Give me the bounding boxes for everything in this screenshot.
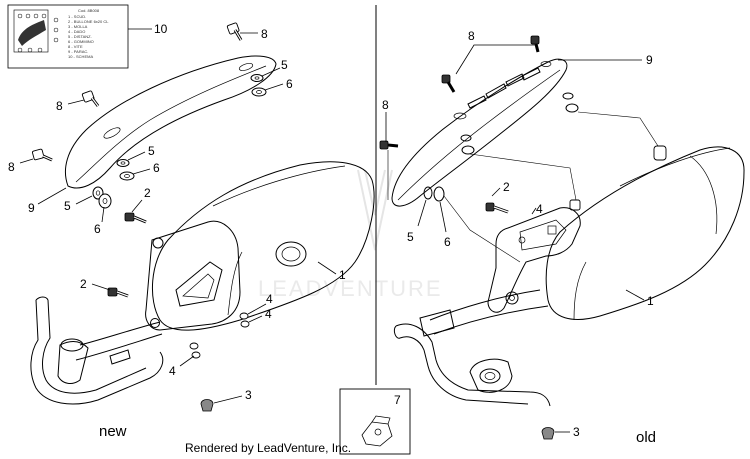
bolt-icon [530,35,540,53]
heat-shield-new [65,55,277,189]
callout-5: 5 [148,144,155,158]
part-box-7 [339,388,411,455]
callout-3: 3 [245,388,252,402]
bolt-icon [32,148,53,162]
reference-line: 2 - BULLONE 6x20 CL [68,19,109,24]
reference-line: 3 - MOLLA [68,24,88,29]
muffler-new [145,161,375,331]
callout-9: 9 [646,53,653,67]
callout-7: 7 [394,393,401,407]
callout-1: 1 [339,268,346,282]
callout-9: 9 [28,201,35,215]
reference-box: Cod. 8B008 1 - SCUD. 2 - BULLONE 6x20 CL… [7,4,129,69]
bracket-old [487,207,581,313]
callout-4: 4 [169,364,176,378]
callout-3: 3 [573,425,580,439]
reference-line: 6 - GOMMINO [68,39,94,44]
callout-5: 5 [64,199,71,213]
callout-8: 8 [56,99,63,113]
callout-4: 4 [265,307,272,321]
bolt-icon [379,140,399,150]
callout-8: 8 [382,98,389,112]
reference-line: 1 - SCUD. [68,14,86,19]
callouts-left: 10 8 5 6 8 5 6 8 9 5 2 6 1 2 4 4 4 [8,22,401,407]
callout-6: 6 [94,222,101,236]
credit-text: Rendered by LeadVenture, Inc. [185,441,351,455]
reference-title: Cod. 8B008 [78,8,100,13]
callout-4: 4 [266,292,273,306]
muffler-old [545,146,745,321]
bolt-icon [226,22,243,41]
callout-2: 2 [80,277,87,291]
reference-mini-drawing [13,9,59,53]
callout-2: 2 [144,186,151,200]
callout-6: 6 [153,161,160,175]
spring-clip-icon [200,399,214,412]
watermark: LEADVENTURE [258,169,443,301]
callout-8: 8 [261,27,268,41]
bolt-icon [107,287,129,298]
spacer-icon [569,145,667,211]
nut-icon [189,312,250,359]
callout-5: 5 [407,230,414,244]
heat-shield-old [391,58,568,207]
callout-5: 5 [281,58,288,72]
reference-line: 8 - VITE [68,44,83,49]
callout-10: 10 [154,22,168,36]
washer-icon [92,74,267,209]
reference-line: 5 - DISTANZ. [68,34,92,39]
callout-8: 8 [8,160,15,174]
spring-clip-icon [541,427,555,440]
reference-line: 4 - DADO [68,29,85,34]
watermark-text: LEADVENTURE [258,276,443,301]
bolt-icon [485,202,509,214]
exhaust-pipe-new [30,296,164,405]
callout-1: 1 [647,294,654,308]
exhaust-pipe-old [393,289,551,407]
reference-line: 9 - PARAC. [68,49,88,54]
callout-4: 4 [536,202,543,216]
reference-line: 10 - SCHEMA [68,54,93,59]
side-label-old: old [636,429,656,446]
side-label-new: new [99,423,127,440]
callout-6: 6 [444,235,451,249]
callouts-right: 8 9 8 2 4 5 6 1 3 [382,29,654,439]
callout-2: 2 [503,180,510,194]
bolt-icon [81,90,100,107]
callout-6: 6 [286,77,293,91]
bolt-icon [124,212,147,224]
washer-icon [423,92,579,202]
callout-8: 8 [468,29,475,43]
assembly-lines [387,111,659,263]
bolt-icon [441,74,456,93]
